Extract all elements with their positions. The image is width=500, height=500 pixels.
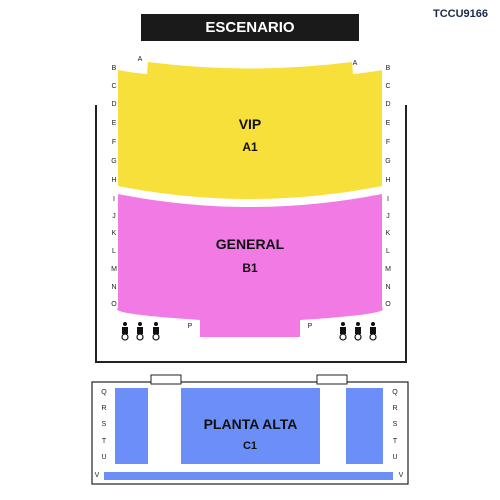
- row-label: T: [101, 438, 107, 445]
- vip-zone-name: VIP: [238, 116, 262, 132]
- row-label: F: [111, 139, 117, 146]
- row-label: I: [387, 196, 389, 203]
- row-label: K: [111, 230, 117, 237]
- row-label: M: [111, 266, 117, 273]
- p-marker-left: P: [187, 323, 193, 330]
- row-label: G: [111, 158, 117, 165]
- row-label: J: [112, 213, 116, 220]
- row-label: S: [101, 421, 107, 428]
- stage-banner: ESCENARIO: [141, 14, 359, 41]
- row-label: E: [385, 120, 391, 127]
- wheelchair-icon: [369, 322, 377, 341]
- wheelchair-icon: [121, 322, 129, 341]
- planta-alta-center-block[interactable]: [181, 388, 320, 464]
- row-label-a-right: A: [352, 60, 358, 67]
- planta-alta-zone-code: C1: [242, 440, 258, 452]
- wheelchair-icon: [152, 322, 160, 341]
- row-label: S: [392, 421, 398, 428]
- planta-alta-zone-name: PLANTA ALTA: [203, 416, 298, 432]
- row-label: B: [385, 65, 391, 72]
- row-label: R: [392, 405, 398, 412]
- row-label: K: [385, 230, 391, 237]
- row-label: N: [111, 284, 117, 291]
- row-label: N: [385, 284, 391, 291]
- row-label: H: [385, 177, 391, 184]
- row-label: L: [386, 248, 390, 255]
- row-label: D: [385, 101, 391, 108]
- row-label: V: [94, 472, 100, 479]
- vip-section[interactable]: [118, 62, 382, 199]
- row-label: H: [111, 177, 117, 184]
- row-label: L: [112, 248, 116, 255]
- wheelchair-icon: [339, 322, 347, 341]
- planta-alta-left-block[interactable]: [115, 388, 148, 464]
- wheelchair-icon: [136, 322, 144, 341]
- row-label: Q: [101, 389, 107, 396]
- row-label: M: [385, 266, 391, 273]
- p-marker-right: P: [307, 323, 313, 330]
- general-zone-code: B1: [242, 261, 258, 275]
- venue-code: TCCU9166: [433, 8, 489, 20]
- row-label: D: [111, 101, 117, 108]
- general-zone-name: GENERAL: [215, 236, 285, 252]
- upper-notch-right: [316, 374, 348, 385]
- row-label: G: [385, 158, 391, 165]
- row-label: J: [386, 213, 390, 220]
- floor-outline: [95, 105, 407, 363]
- row-label-a-left: A: [137, 56, 143, 63]
- general-section[interactable]: [117, 194, 383, 337]
- row-label: B: [111, 65, 117, 72]
- row-label: V: [398, 472, 404, 479]
- upper-outline: [91, 381, 409, 485]
- vip-zone-code: A1: [242, 140, 258, 154]
- planta-alta-right-block[interactable]: [346, 388, 383, 464]
- wheelchair-icon: [354, 322, 362, 341]
- wheelchair-icons-right: [339, 322, 377, 341]
- row-label: I: [113, 196, 115, 203]
- row-label: O: [385, 301, 391, 308]
- row-label: C: [111, 83, 117, 90]
- row-label: F: [385, 139, 391, 146]
- row-label: O: [111, 301, 117, 308]
- row-label: Q: [392, 389, 398, 396]
- planta-alta-row-v-bar[interactable]: [104, 472, 393, 480]
- upper-notch-left: [150, 374, 182, 385]
- wheelchair-icons-left: [121, 322, 160, 341]
- row-label: R: [101, 405, 107, 412]
- row-label: E: [111, 120, 117, 127]
- row-label: C: [385, 83, 391, 90]
- row-label: U: [101, 454, 107, 461]
- row-label: T: [392, 438, 398, 445]
- row-label: U: [392, 454, 398, 461]
